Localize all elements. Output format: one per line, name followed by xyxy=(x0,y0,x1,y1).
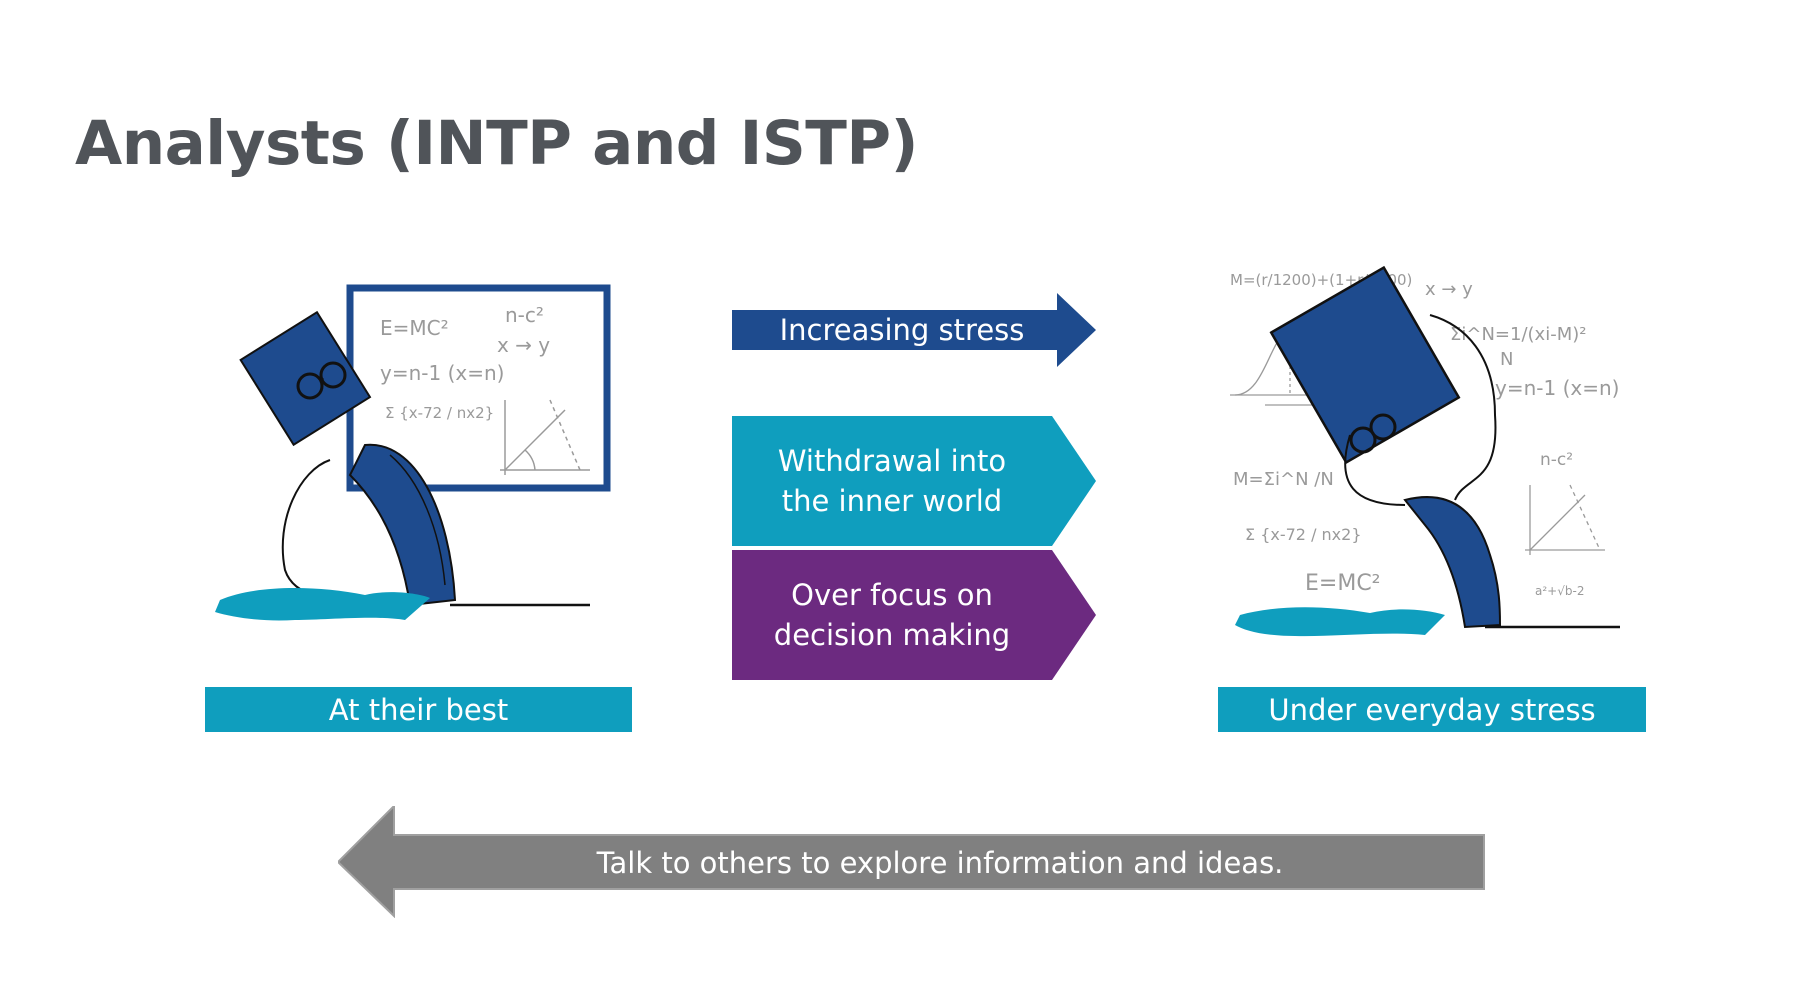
caption-at-their-best: At their best xyxy=(205,687,632,732)
note-4: N xyxy=(1500,349,1513,370)
note-8: Σ {x-72 / nx2} xyxy=(1245,525,1362,544)
note-5: y=n-1 (x=n) xyxy=(1495,376,1619,400)
book xyxy=(215,588,430,621)
head xyxy=(239,310,372,447)
board-formula-4: y=n-1 (x=n) xyxy=(380,361,504,385)
note-2: x → y xyxy=(1425,279,1473,300)
stage-withdrawal-label: Withdrawal into the inner world xyxy=(777,444,1007,518)
board-formula-5: Σ {x-72 / nx2} xyxy=(385,404,494,422)
stressed-book xyxy=(1235,607,1445,637)
board-formula-1: E=MC² xyxy=(380,316,449,340)
note-3: Σi^N=1/(xi-M)² xyxy=(1450,324,1586,345)
stressed-glasses-icon xyxy=(1349,413,1397,454)
analyst-under-stress-illustration: M=(r/1200)+(1+r/1200) x → y Σi^N=1/(xi-M… xyxy=(1230,265,1620,637)
note-9: E=MC² xyxy=(1305,571,1381,596)
board-formula-2: n-c² xyxy=(505,303,544,327)
note-6: M=Σi^N /N xyxy=(1233,469,1334,490)
torso xyxy=(348,443,457,607)
stressed-torso xyxy=(1403,496,1502,629)
increasing-stress-label: Increasing stress xyxy=(779,313,1025,347)
glasses-icon xyxy=(296,361,347,400)
return-arrow xyxy=(338,806,1485,918)
note-7: n-c² xyxy=(1540,450,1573,470)
caption-under-everyday-stress: Under everyday stress xyxy=(1218,687,1646,732)
analyst-at-best-illustration: E=MC² n-c² x → y y=n-1 (x=n) Σ {x-72 / n… xyxy=(215,284,611,621)
stage-over-focus-label: Over focus on decision making xyxy=(773,578,1011,652)
return-arrow-label: Talk to others to explore information an… xyxy=(596,846,1284,880)
note-10: a²+√b-2 xyxy=(1535,584,1584,598)
stressed-head xyxy=(1269,265,1461,465)
board-formula-3: x → y xyxy=(497,333,550,357)
stage-withdrawal-shape xyxy=(732,416,1096,546)
increasing-stress-arrow xyxy=(732,293,1096,367)
page-title: Analysts (INTP and ISTP) xyxy=(75,108,918,179)
stage-over-focus-shape xyxy=(732,550,1096,680)
